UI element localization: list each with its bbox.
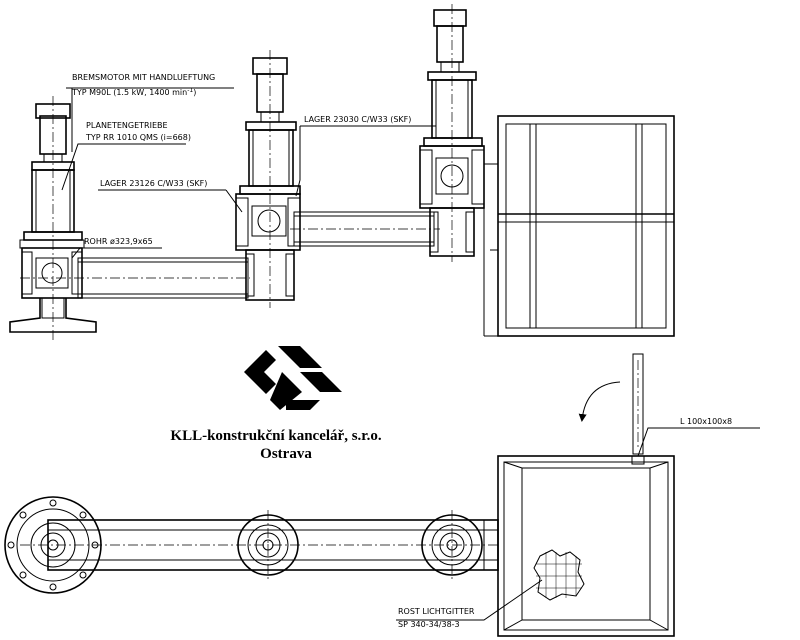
company-logo [244, 346, 342, 410]
flange-middle [237, 510, 299, 580]
planetary-gearbox-2 [248, 129, 294, 187]
leader-lines [61, 87, 436, 259]
label-motor-type: TYP M90L (1.5 kW, 1400 min-1) [71, 87, 196, 97]
bearing-housing-middle [235, 193, 301, 251]
label-bearing-23030: LAGER 23030 C/W33 (SKF) [304, 115, 411, 124]
bearing-housing-left [21, 247, 83, 299]
brake-motor-body-3 [436, 25, 464, 63]
section-rotation-marker [578, 353, 644, 455]
hopper-frame-elevation [483, 115, 675, 337]
label-brake-motor: BREMSMOTOR MIT HANDLUEFTUNG [72, 73, 215, 82]
drive-unit-left [9, 96, 97, 340]
plan-view: L 100x100x8 ROST LICHTGITTER SP 340-34/3… [4, 417, 760, 637]
hopper-plan [483, 455, 675, 637]
flange-right [421, 510, 483, 580]
flange-left [4, 496, 102, 594]
label-gear-type: TYP RR 1010 QMS (i=668) [85, 133, 191, 142]
company-city: Ostrava [260, 446, 312, 462]
grate-patch [533, 549, 585, 601]
elevation-view: BREMSMOTOR MIT HANDLUEFTUNG TYP M90L (1.… [9, 4, 675, 340]
label-grate: ROST LICHTGITTER [398, 607, 475, 616]
drive-unit-right [419, 4, 485, 262]
label-tube: ROHR ø323,9x65 [84, 237, 153, 246]
drive-unit-middle [235, 50, 301, 308]
label-planetary-gear: PLANETENGETRIEBE [86, 121, 168, 130]
label-angle-profile: L 100x100x8 [680, 417, 732, 426]
label-grate-type: SP 340-34/38-3 [398, 620, 460, 629]
company-name: KLL-konstrukční kancelář, s.r.o. [170, 428, 381, 444]
label-bearing-23126: LAGER 23126 C/W33 (SKF) [100, 179, 207, 188]
